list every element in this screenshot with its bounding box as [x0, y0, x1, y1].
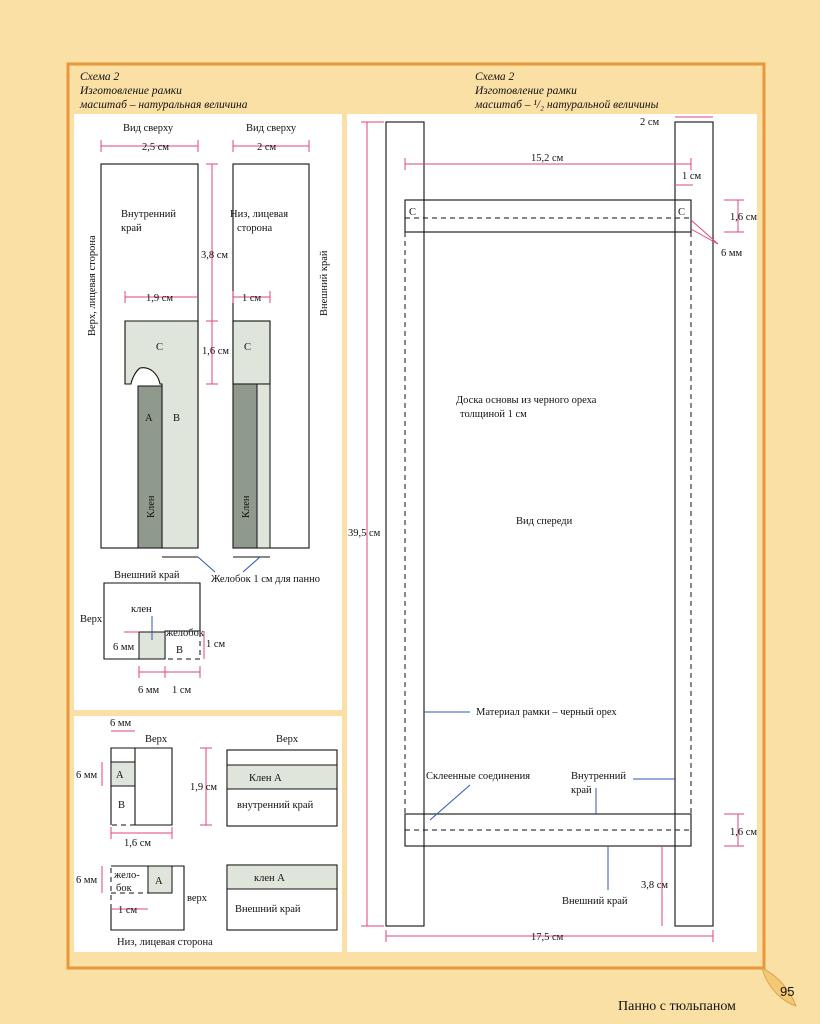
r-dim-17-5-label: 17,5 см — [531, 932, 564, 943]
dim-2-label: 2 см — [257, 142, 277, 153]
left-panel — [74, 114, 342, 710]
r-board-label-1: Доска основы из черного ореха — [456, 395, 597, 406]
bottom-face-label-1: Низ, лицевая — [230, 209, 288, 220]
maple-strip-2 — [232, 383, 258, 549]
r-frame-material-label: Материал рамки – черный орех — [476, 707, 617, 718]
bl-maple-strip — [226, 764, 338, 790]
groove-leader-2 — [242, 556, 261, 573]
dim-6mm-b-label: 6 мм — [138, 685, 160, 696]
dim-6mm-a-label: 6 мм — [113, 642, 135, 653]
bl-inner-edge-label: внутренний край — [237, 800, 314, 811]
dim-3-8-label: 3,8 см — [201, 250, 228, 261]
part-B-label-2: B — [176, 645, 183, 656]
r-dim-2-label: 2 см — [640, 117, 660, 128]
maple-strip-A — [137, 385, 163, 549]
bl-maple-a2-label: клен A — [254, 873, 285, 884]
bl-part-A2 — [147, 865, 173, 894]
footer-title: Панно с тюльпаном — [618, 999, 736, 1014]
r-glued-leader — [429, 784, 471, 821]
bl-dim-6mm-low: 6 мм — [76, 875, 98, 886]
groove-leader-1 — [197, 556, 216, 573]
part-C-label-1: C — [156, 342, 163, 353]
groove-label-2: желобок — [165, 628, 205, 639]
r-inner-edge-label-2: край — [571, 785, 592, 796]
bl-dim-1-6: 1,6 см — [124, 838, 151, 849]
r-dim-1-6-bot-label: 1,6 см — [730, 827, 757, 838]
bl-outer-edge-label: Внешний край — [235, 904, 301, 915]
bl-groove-label-2: бок — [116, 883, 133, 894]
left-scale: масштаб – натуральная величина — [79, 99, 248, 111]
r-C-left-label: C — [409, 207, 416, 218]
bl-part-A-label: A — [116, 770, 124, 781]
right-scale: масштаб – ¹/₂ натуральной величины — [474, 98, 659, 111]
r-outer-edge-label: Внешний край — [562, 896, 628, 907]
part-C-light-2 — [232, 320, 271, 385]
outer-edge-label: Внешний край — [114, 570, 180, 581]
frame-top-rail — [404, 199, 692, 233]
part-B-label: B — [173, 413, 180, 424]
bl-dim-1-9: 1,9 см — [190, 782, 217, 793]
bl-maple-a-label: Клен A — [249, 773, 282, 784]
r-dim-1-6-top-label: 1,6 см — [730, 212, 757, 223]
bl-dim-1: 1 см — [118, 905, 138, 916]
bl-dim-6mm-top: 6 мм — [110, 718, 132, 729]
maple-label-3: клен — [131, 604, 152, 615]
page-border — [66, 62, 766, 970]
top-face-label: Верх, лицевая сторона — [87, 235, 98, 336]
leaf-decoration — [761, 967, 797, 1007]
r-dim-15-2-label: 15,2 см — [531, 153, 564, 164]
bl-top-label-3: верх — [187, 893, 208, 904]
r-C-right-label: C — [678, 207, 685, 218]
frame-right-stile — [674, 121, 714, 927]
bl-dim-6mm-left: 6 мм — [76, 770, 98, 781]
dim-1-9-label: 1,9 см — [146, 293, 173, 304]
r-inner-edge-label-1: Внутренний — [571, 771, 626, 782]
bl-part-A2-label: A — [155, 876, 163, 887]
maple-label-2: Клен — [241, 495, 252, 518]
bl-top-label-1: Верх — [145, 734, 168, 745]
dim-1-a-label: 1 см — [206, 639, 226, 650]
top-label: Верх — [80, 614, 103, 625]
bl-top-label-2: Верх — [276, 734, 299, 745]
frame-left-stile — [385, 121, 425, 927]
right-scheme-label: Схема 2 — [475, 71, 515, 83]
bl-part-A — [110, 761, 136, 787]
part-A-label: A — [145, 413, 153, 424]
bottom-left-panel — [74, 716, 342, 952]
bottom-face-label-2: сторона — [237, 223, 272, 234]
inner-edge-label-1: Внутренний — [121, 209, 176, 220]
r-dim-6mm-label: 6 мм — [721, 248, 743, 259]
view-top-label-2: Вид сверху — [246, 123, 297, 134]
left-title: Изготовление рамки — [79, 85, 182, 97]
right-title: Изготовление рамки — [474, 85, 577, 97]
left-scheme-label: Схема 2 — [80, 71, 120, 83]
dim-2-5-label: 2,5 см — [142, 142, 169, 153]
bl-maple-strip-2 — [226, 864, 338, 890]
r-board-label-2: толщиной 1 см — [460, 409, 527, 420]
right-panel — [347, 114, 757, 952]
groove-label: Желобок 1 см для панно — [211, 574, 320, 585]
r-dim-39-5-label: 39,5 см — [348, 528, 381, 539]
maple-label-1: Клен — [146, 495, 157, 518]
page-number: 95 — [780, 984, 794, 999]
inner-edge-label-2: край — [121, 223, 142, 234]
dim-1-6-label: 1,6 см — [202, 346, 229, 357]
dim-1-b-label: 1 см — [172, 685, 192, 696]
part-C-light — [124, 320, 199, 549]
cross-section-groove — [165, 630, 201, 660]
bl-groove-label-1: жело- — [113, 870, 140, 881]
r-glued-label: Склеенные соединения — [426, 771, 530, 782]
part-C-label-2: C — [244, 342, 251, 353]
r-front-view-label: Вид спереди — [516, 516, 573, 527]
bl-part-B-label: B — [118, 800, 125, 811]
dim-1-label: 1 см — [242, 293, 262, 304]
bl-bottom-face-label: Низ, лицевая сторона — [117, 937, 213, 948]
r-dim-1-label: 1 см — [682, 171, 702, 182]
r-dim-3-8-label: 3,8 см — [641, 880, 668, 891]
part-light-strip-2 — [256, 383, 271, 549]
outer-edge-side-label: Внешний край — [319, 250, 330, 316]
view-top-label-1: Вид сверху — [123, 123, 174, 134]
